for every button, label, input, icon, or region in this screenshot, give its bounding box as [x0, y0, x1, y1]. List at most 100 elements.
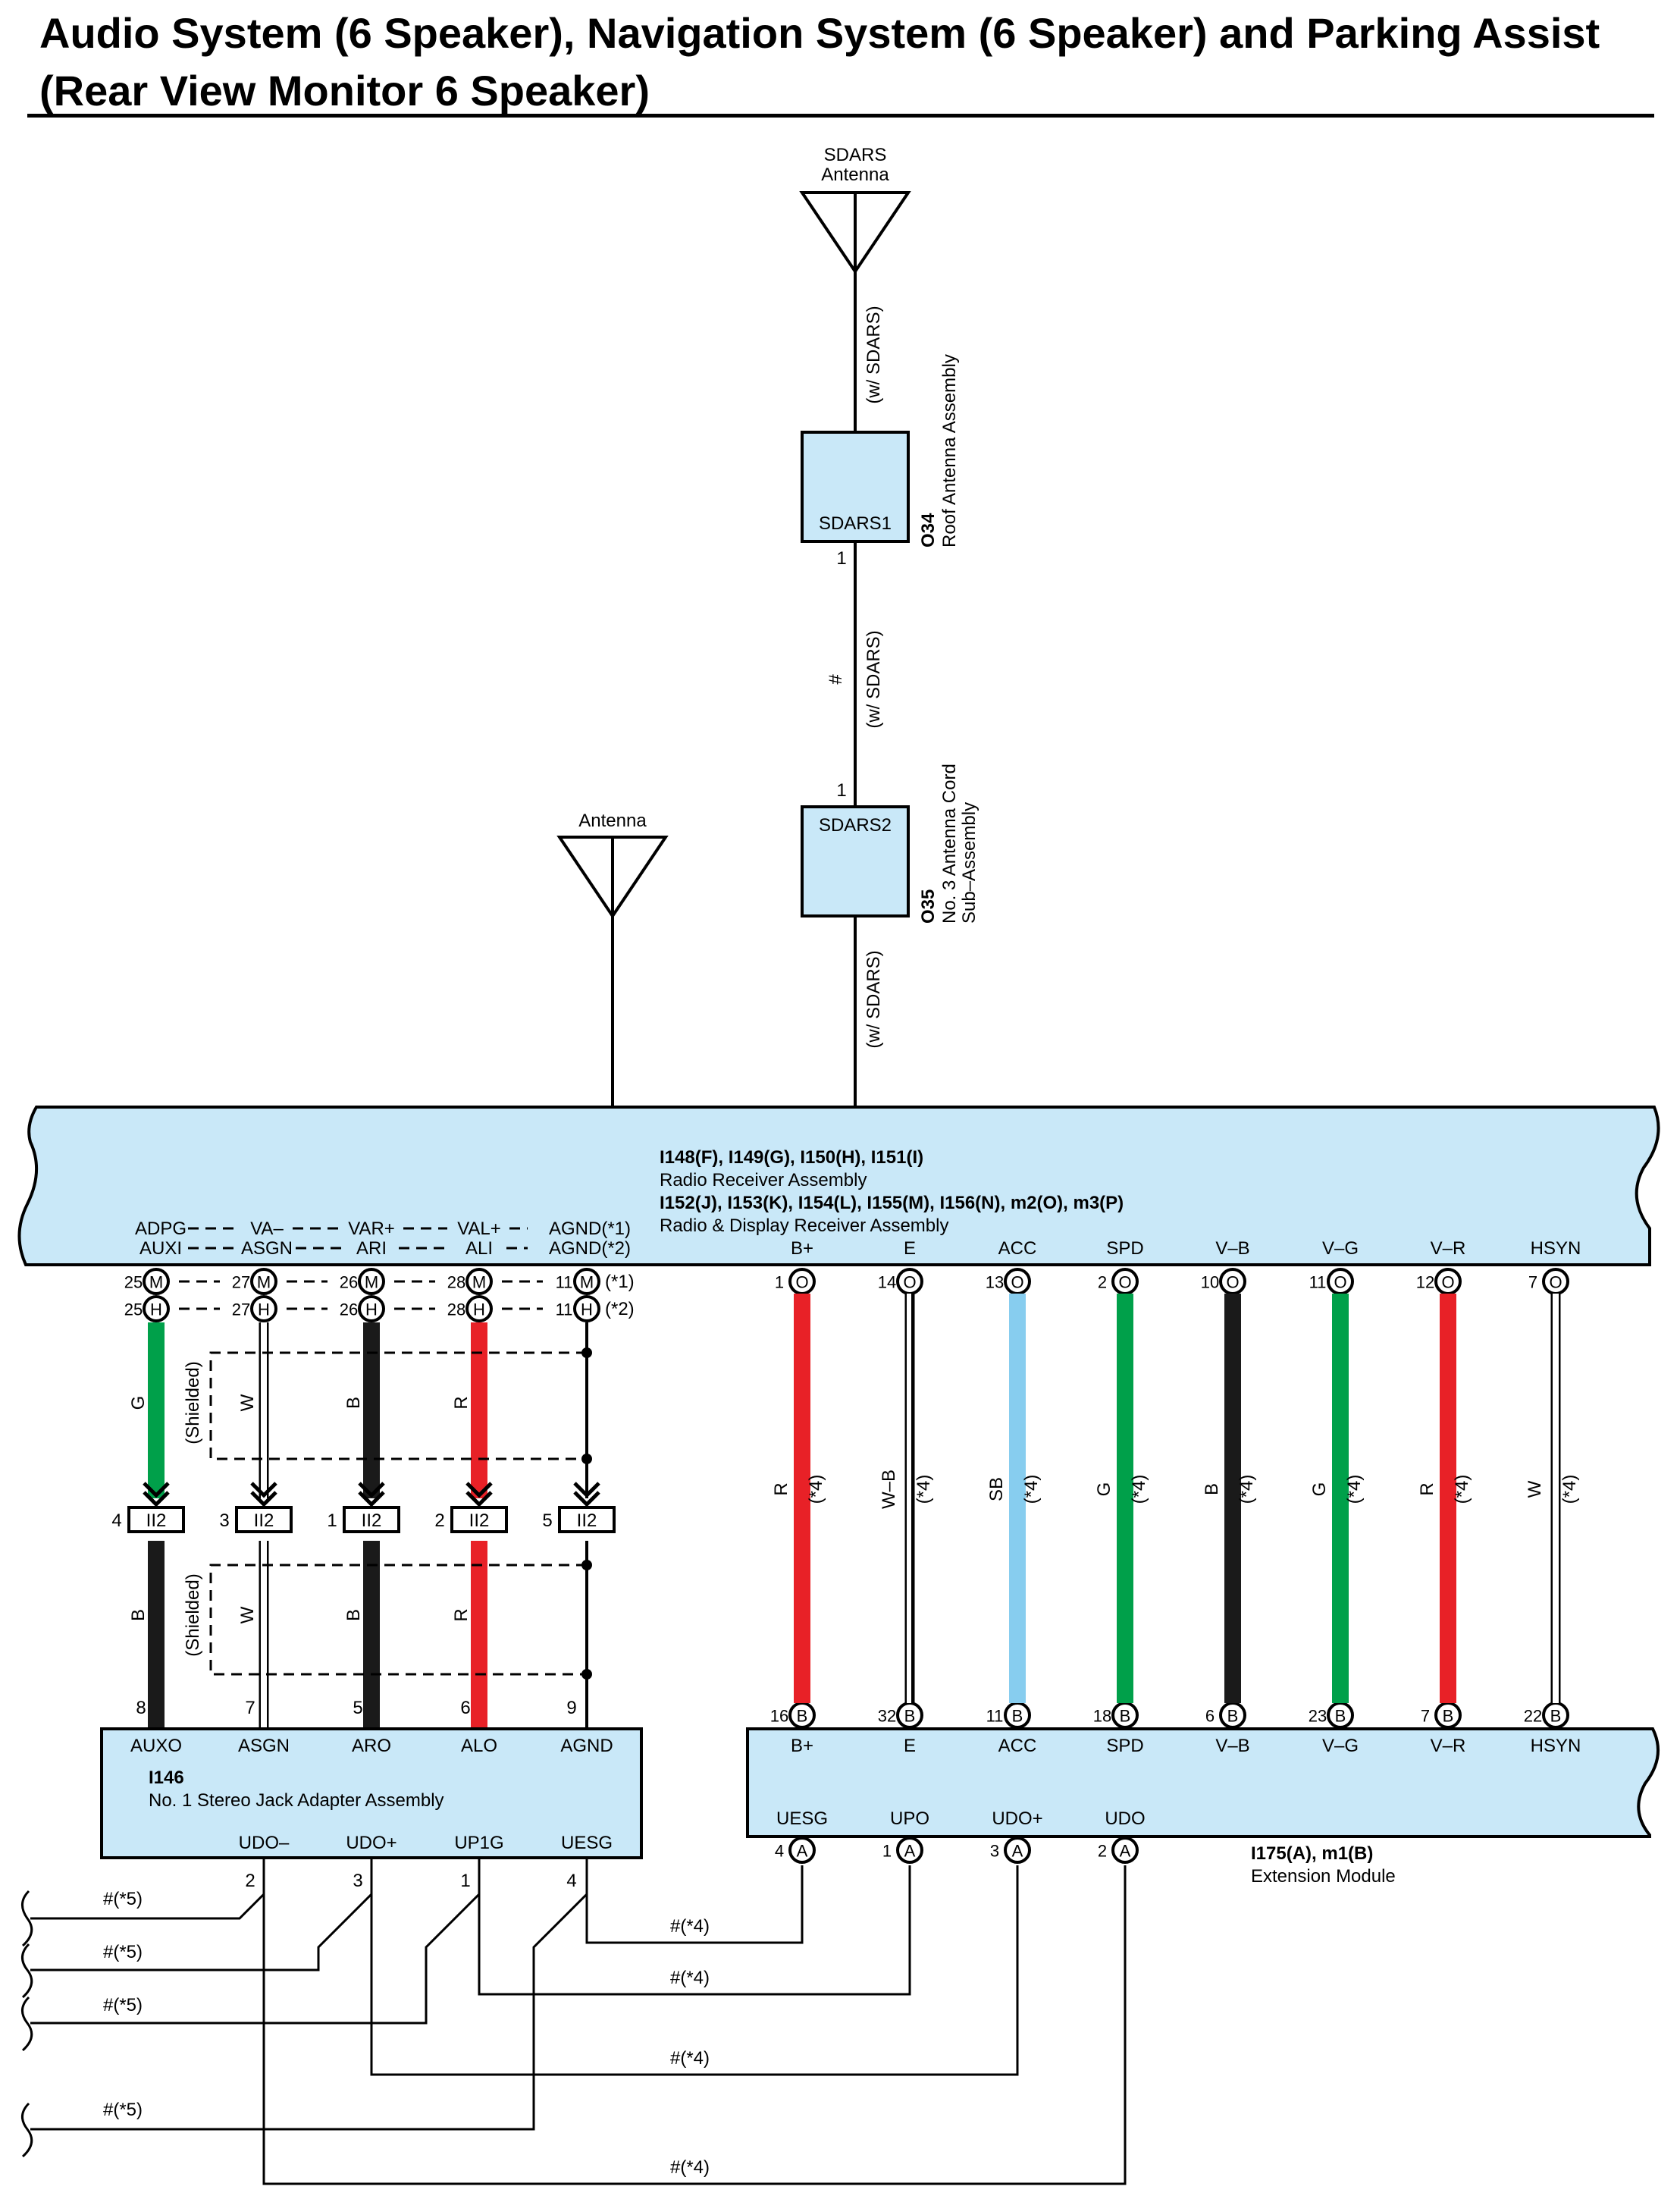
radio-right-pin-4-letter: O [1118, 1273, 1131, 1292]
radio-right-pin-8-number: 7 [1528, 1273, 1537, 1292]
ext-top-pin-1-number: 16 [770, 1707, 788, 1726]
radio-right-pin-3: O13 [986, 1268, 1031, 1295]
ext-term-bottom-2: UPO [890, 1808, 929, 1829]
radio-receiver-box [17, 1106, 1660, 1266]
radio-name-2: Radio & Display Receiver Assembly [660, 1215, 948, 1236]
i146-term-top-1: AUXO [130, 1736, 182, 1756]
sdars-shield-mark: # [826, 674, 846, 685]
pin-row-links [179, 1280, 543, 1310]
ext-top-pin-7-letter: B [1443, 1707, 1454, 1726]
radio-pin-h-5: H11 [556, 1295, 600, 1322]
i146-term-top-4: ALO [461, 1736, 497, 1756]
note-left-1: #(*5) [103, 1889, 143, 1909]
radio-term-h-2: ASGN [241, 1238, 293, 1259]
radio-right-pin-4-number: 2 [1098, 1273, 1107, 1292]
ext-top-pin-7: B7 [1421, 1702, 1462, 1729]
radio-right-pin-1-number: 1 [775, 1273, 784, 1292]
right-wire-code-5: B [1202, 1483, 1222, 1495]
radio-right-term-4: SPD [1106, 1238, 1143, 1259]
junction-pin-3: 1 [327, 1510, 337, 1531]
wire-label-bottom-3: B [343, 1609, 364, 1621]
radio-name-1: Radio Receiver Assembly [660, 1170, 867, 1190]
radio-pin-h-1-letter: H [150, 1300, 162, 1319]
wire-label-top-3: B [343, 1397, 364, 1409]
ext-top-pin-6-number: 23 [1309, 1707, 1327, 1726]
note-right-2: #(*4) [670, 1968, 710, 1988]
right-wire-note-5: (*4) [1236, 1475, 1257, 1504]
ext-top-pin-1-letter: B [797, 1707, 808, 1726]
shielded-label-top: (Shielded) [183, 1361, 203, 1444]
ext-term-top-7: V–R [1431, 1736, 1466, 1756]
radio-right-term-5: V–B [1215, 1238, 1249, 1259]
right-wire-note-6: (*4) [1344, 1475, 1365, 1504]
ext-bottom-pin-3-number: 3 [990, 1842, 999, 1861]
ext-term-top-8: HSYN [1531, 1736, 1581, 1756]
radio-term-h-5: AGND(*2) [549, 1238, 631, 1259]
bottom-wiring [30, 1858, 1127, 2185]
ext-bottom-pin-1-letter: A [797, 1842, 808, 1861]
radio-pin-m-5-number: 11 [556, 1273, 573, 1292]
right-wire-code-1: R [771, 1482, 791, 1495]
ext-top-pin-2-letter: B [904, 1707, 916, 1726]
radio-pin-m-1-number: 25 [124, 1273, 143, 1292]
sdars-wire-note-3: (w/ SDARS) [864, 950, 884, 1048]
radio-right-pin-7-number: 12 [1416, 1273, 1434, 1292]
right-wire-note-2: (*4) [914, 1475, 934, 1504]
o35-pin: 1 [836, 780, 846, 801]
radio-right-pin-5-letter: O [1226, 1273, 1239, 1292]
junction-pin-1: 4 [111, 1510, 121, 1531]
radio-right-pin-4: O2 [1098, 1268, 1139, 1295]
ext-term-bottom-3: UDO+ [992, 1808, 1042, 1829]
radio-pin-h-3-letter: H [365, 1300, 378, 1319]
sdars-antenna-label-1: SDARS [824, 145, 887, 165]
extension-module-box [746, 1727, 1660, 1838]
shielded-label-bottom: (Shielded) [183, 1573, 203, 1656]
o34-terminal: SDARS1 [819, 513, 892, 534]
ext-bottom-pin-4-number: 2 [1098, 1842, 1107, 1861]
o34-id: O34 [918, 513, 939, 547]
radio-term-links [188, 1227, 528, 1250]
o34-pin: 1 [836, 548, 846, 569]
ext-bottom-pin-2: A1 [882, 1837, 923, 1864]
ext-top-pin-1: B 16 [770, 1702, 816, 1729]
ext-name: Extension Module [1251, 1866, 1396, 1887]
junction-id-2: II2 [254, 1510, 274, 1531]
radio-right-term-7: V–R [1431, 1238, 1466, 1259]
wire-label-top-1: G [128, 1396, 149, 1410]
junction-pin-5: 5 [542, 1510, 552, 1531]
radio-term-h-3: ARI [356, 1238, 387, 1259]
ext-bottom-pin-4: A2 [1098, 1837, 1139, 1864]
ext-bottom-pin-3-letter: A [1012, 1842, 1023, 1861]
sdars-wire-note-2: (w/ SDARS) [864, 630, 884, 728]
radio-pin-m-5-letter: M [580, 1273, 594, 1292]
page-title: Audio System (6 Speaker), Navigation Sys… [39, 9, 1600, 114]
sdars-antenna-label-2: Antenna [821, 165, 889, 185]
o35-name-2: Sub–Assembly [959, 802, 979, 924]
radio-right-term-6: V–G [1322, 1238, 1359, 1259]
radio-right-pin-3-letter: O [1011, 1273, 1023, 1292]
radio-pin-m-1-letter: M [149, 1273, 163, 1292]
radio-pin-m-2: M27 [232, 1268, 277, 1295]
note-left-3: #(*5) [103, 1995, 143, 2015]
junction-arrows [143, 1482, 600, 1507]
ext-top-pin-3-number: 11 [986, 1707, 1004, 1726]
ext-bottom-pin-3: A3 [990, 1837, 1031, 1864]
pin-note-h: (*2) [605, 1299, 635, 1319]
o35-terminal: SDARS2 [819, 815, 892, 836]
i146-pin-bottom-4: 4 [566, 1871, 576, 1891]
radio-right-pin-6: O11 [1309, 1268, 1354, 1295]
o35-name-1: No. 3 Antenna Cord [939, 764, 960, 924]
ext-top-pin-6: B23 [1309, 1702, 1354, 1729]
note-right-3: #(*4) [670, 2048, 710, 2069]
title-rule [27, 114, 1654, 118]
radio-pin-m-5: M 11 [556, 1268, 600, 1295]
right-wire-code-2: W–B [879, 1470, 899, 1509]
i146-pin-bottom-2: 3 [353, 1871, 362, 1891]
ext-top-pin-8-letter: B [1550, 1707, 1562, 1726]
